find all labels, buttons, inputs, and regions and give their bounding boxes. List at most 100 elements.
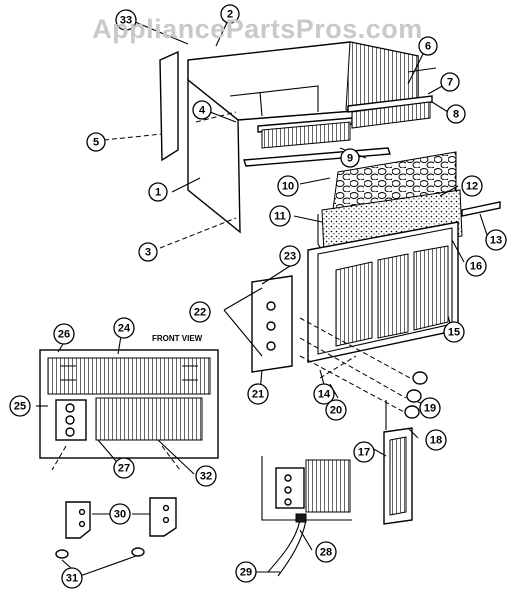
callout-circle — [419, 397, 441, 419]
callout-31: 31 — [61, 567, 83, 589]
callout-4: 4 — [192, 100, 212, 120]
callout-13: 13 — [485, 229, 507, 251]
callout-circle — [465, 255, 487, 277]
callout-number: 33 — [120, 15, 132, 27]
callout-circle — [313, 383, 335, 405]
knobs — [299, 317, 428, 419]
callout-number: 13 — [490, 235, 502, 247]
callout-circle — [340, 148, 360, 168]
callout-17: 17 — [353, 441, 375, 463]
callout-circle — [446, 104, 466, 124]
callout-circle — [443, 321, 465, 343]
callout-circle — [440, 72, 460, 92]
callout-9: 9 — [340, 148, 360, 168]
callout-number: 32 — [200, 471, 212, 483]
callout-circle — [220, 4, 240, 24]
front-grille — [307, 201, 501, 363]
callout-number: 21 — [252, 389, 264, 401]
callout-28: 28 — [315, 541, 337, 563]
callout-circle — [148, 182, 168, 202]
callout-number: 10 — [282, 181, 294, 193]
callout-circle — [325, 399, 347, 421]
callout-8: 8 — [446, 104, 466, 124]
bottom-rail — [243, 147, 391, 167]
callout-number: 27 — [118, 463, 130, 475]
callout-number: 4 — [199, 105, 206, 117]
callout-circle — [277, 175, 299, 197]
callout-29: 29 — [235, 561, 257, 583]
callout-number: 15 — [448, 327, 460, 339]
callout-number: 12 — [466, 181, 478, 193]
callout-circle — [61, 567, 83, 589]
callout-circle — [485, 229, 507, 251]
callout-circle — [109, 503, 131, 525]
callout-number: 8 — [453, 109, 459, 121]
callout-6: 6 — [418, 36, 438, 56]
callout-number: 2 — [227, 9, 233, 21]
callout-number: 9 — [347, 153, 353, 165]
callout-10: 10 — [277, 175, 299, 197]
handle-bar — [461, 201, 501, 217]
callout-1: 1 — [148, 182, 168, 202]
callout-16: 16 — [465, 255, 487, 277]
callout-circle — [235, 561, 257, 583]
callout-number: 17 — [358, 447, 370, 459]
callout-circle — [115, 9, 137, 31]
callout-number: 30 — [114, 509, 126, 521]
callout-circle — [192, 100, 212, 120]
callout-circle — [53, 323, 75, 345]
callout-circle — [138, 242, 158, 262]
callout-number: 29 — [240, 567, 252, 579]
callout-number: 16 — [470, 261, 482, 273]
callout-circle — [195, 465, 217, 487]
callout-7: 7 — [440, 72, 460, 92]
callout-2: 2 — [220, 4, 240, 24]
back-panel — [159, 50, 179, 162]
callout-number: 20 — [330, 405, 342, 417]
callout-30: 30 — [109, 503, 131, 525]
callout-circle — [418, 36, 438, 56]
callout-circle — [425, 429, 447, 451]
front-view-inset: FRONT VIEW — [39, 334, 219, 459]
callout-21: 21 — [247, 383, 269, 405]
callout-26: 26 — [53, 323, 75, 345]
callout-number: 22 — [194, 307, 206, 319]
callout-12: 12 — [461, 175, 483, 197]
callout-circle — [9, 395, 31, 417]
callout-circle — [279, 245, 301, 267]
callout-14: 14 — [313, 383, 335, 405]
access-door — [383, 400, 413, 525]
callout-circle — [189, 301, 211, 323]
cord-detail-inset — [261, 456, 352, 577]
callout-23: 23 — [279, 245, 301, 267]
callout-number: 1 — [155, 187, 161, 199]
callout-circle — [353, 441, 375, 463]
callout-number: 11 — [274, 211, 286, 223]
callout-number: 24 — [118, 323, 131, 335]
callout-5: 5 — [86, 132, 106, 152]
callout-33: 33 — [115, 9, 137, 31]
callout-25: 25 — [9, 395, 31, 417]
callout-circle — [315, 541, 337, 563]
callout-number: 25 — [14, 401, 26, 413]
callout-number: 23 — [284, 251, 296, 263]
callout-number: 6 — [425, 41, 431, 53]
callout-22: 22 — [189, 301, 211, 323]
callout-18: 18 — [425, 429, 447, 451]
callout-20: 20 — [325, 399, 347, 421]
callout-circle — [269, 205, 291, 227]
callout-19: 19 — [419, 397, 441, 419]
front-view-label: FRONT VIEW — [152, 334, 203, 343]
callout-3: 3 — [138, 242, 158, 262]
callout-number: 26 — [58, 329, 70, 341]
control-panel — [223, 275, 293, 373]
callout-15: 15 — [443, 321, 465, 343]
mounting-brackets — [55, 497, 177, 559]
callout-27: 27 — [113, 457, 135, 479]
callout-number: 3 — [145, 247, 151, 259]
callout-circle — [86, 132, 106, 152]
callout-number: 31 — [66, 573, 78, 585]
callout-number: 7 — [447, 77, 453, 89]
